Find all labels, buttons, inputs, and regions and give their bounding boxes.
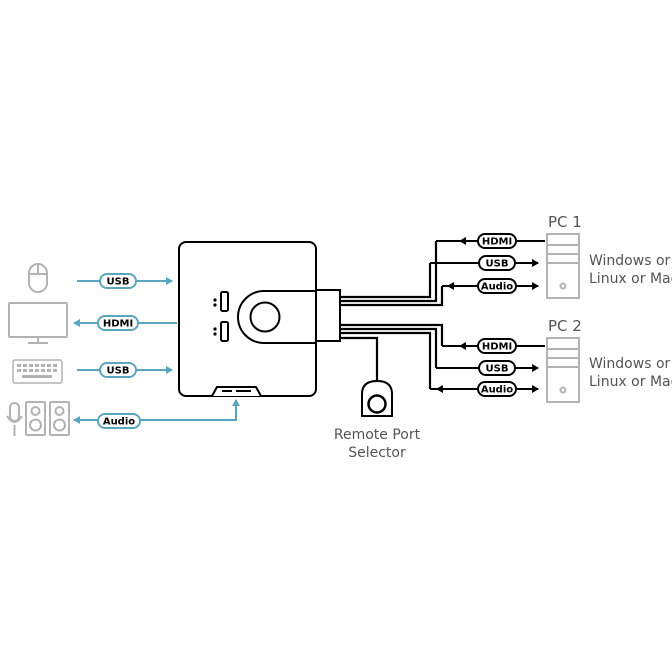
pc2-tower: PC 2 Windows or Linux or Mac [546,317,672,403]
left-label-hdmi-1-text: HDMI [103,319,133,330]
pc1-tower: PC 1 Windows or Linux or Mac [546,213,672,299]
monitor-icon [8,302,68,344]
pc2-title: PC 2 [548,317,582,335]
remote-label-line2: Selector [348,445,406,461]
pc2-tower-icon [546,337,580,403]
pc2-label-audio-text: Audio [481,385,513,396]
pc2-label-usb-text: USB [486,364,509,375]
port-led-indicators [213,291,229,342]
pc1-label-usb: USB [478,255,516,271]
remote-label-line1: Remote Port [334,427,421,443]
kvm-switch [178,241,341,397]
pc2-os-line2: Linux or Mac [589,374,672,390]
left-label-usb-2: USB [99,362,137,378]
left-label-usb-2-text: USB [107,366,130,377]
keyboard-icon [12,359,63,384]
pc2-label-hdmi-text: HDMI [482,342,512,353]
left-label-audio-3: Audio [97,413,141,429]
cable-bundle [340,241,444,389]
pc2-os-line1: Windows or [589,356,671,372]
pc1-title: PC 1 [548,213,582,231]
pc2-label-audio: Audio [477,381,517,397]
pc1-os-line1: Windows or [589,253,671,269]
pc1-label-usb-text: USB [486,259,509,270]
pc2-label-usb: USB [478,360,516,376]
pc1-label-audio-text: Audio [481,282,513,293]
pc1-tower-icon [546,233,580,299]
pc1-label-hdmi: HDMI [477,233,517,249]
mouse-icon [28,263,48,293]
pc2-label-hdmi: HDMI [477,338,517,354]
pc1-label-audio: Audio [477,278,517,294]
left-label-hdmi-1: HDMI [97,315,139,331]
port-selector-button[interactable] [249,301,281,333]
remote-port-selector: Remote Port Selector [334,379,421,461]
microphone-speakers-icon [6,401,70,436]
pc1-label-hdmi-text: HDMI [482,237,512,248]
left-label-audio-3-text: Audio [103,417,135,428]
left-label-usb-0-text: USB [107,277,130,288]
pc1-os-line2: Linux or Mac [589,271,672,287]
left-label-usb-0: USB [99,273,137,289]
